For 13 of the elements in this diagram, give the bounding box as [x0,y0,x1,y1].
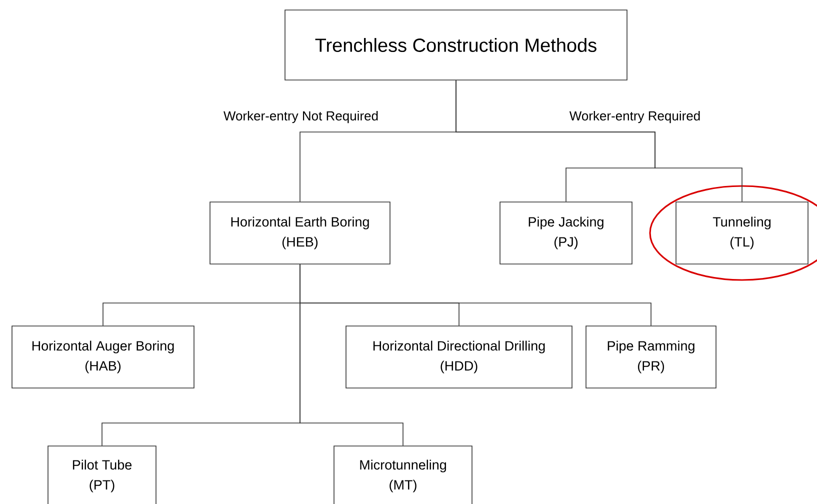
edge-label: Worker-entry Required [568,110,702,124]
connector-line [456,80,742,202]
method-box: Horizontal Earth Boring (HEB) [210,202,390,264]
method-box: Pipe Jacking (PJ) [500,202,632,264]
method-box: Pilot Tube (PT) [48,446,156,504]
method-box: Pipe Ramming (PR) [586,326,716,388]
method-box: Horizontal Auger Boring (HAB) [12,326,194,388]
method-box: Horizontal Directional Drilling (HDD) [346,326,572,388]
method-box: Tunneling (TL) [676,202,808,264]
edge-label: Worker-entry Not Required [222,110,380,124]
method-box: Microtunneling (MT) [334,446,472,504]
method-box: Trenchless Construction Methods [284,10,628,80]
connector-line [300,264,404,446]
